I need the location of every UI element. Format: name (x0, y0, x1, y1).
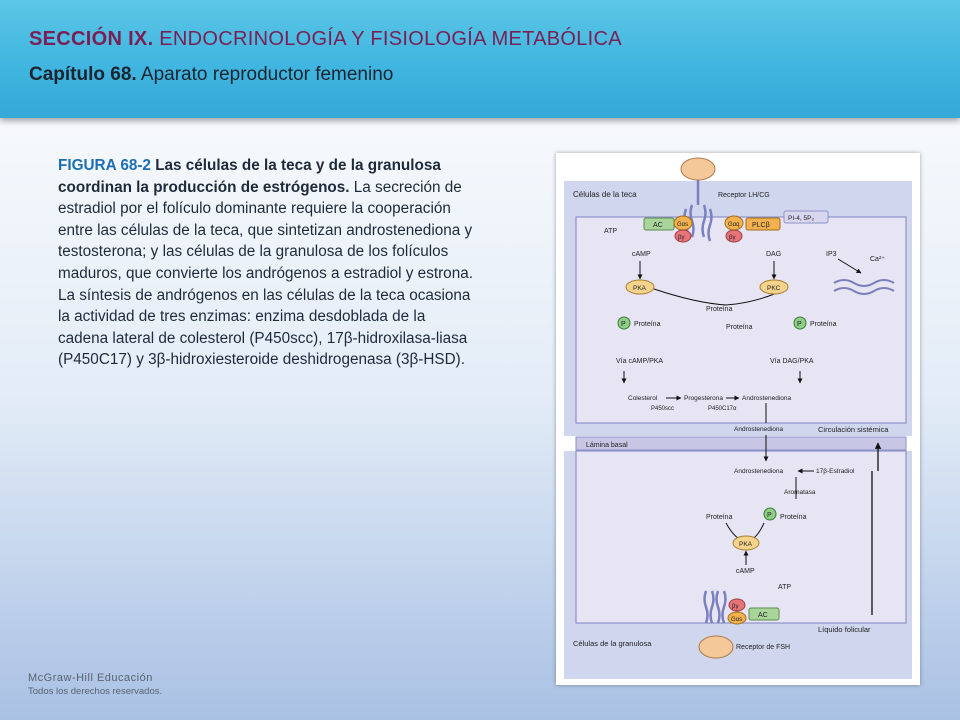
pka-top (625, 279, 655, 295)
label-liquido: Líquido folicular (818, 625, 871, 634)
label-proteina-gran2: Proteína (780, 514, 807, 521)
chapter-name: Aparato reproductor femenino (140, 64, 394, 85)
arc-proteina (653, 288, 787, 306)
publisher-name: McGraw-Hill Educación (28, 672, 153, 684)
label-andro-mid: Androstenediona (734, 426, 784, 433)
bg-gran (728, 598, 746, 612)
figure-caption: FIGURA 68-2 Las células de la teca y de … (58, 155, 478, 371)
label-atp-top: ATP (604, 228, 617, 235)
label-ip3: IP3 (826, 251, 837, 258)
label-p-left: P (621, 321, 626, 328)
phospho-gran (763, 507, 777, 521)
plcb-box (745, 217, 781, 231)
section-name: ENDOCRINOLOGÍA Y FISIOLOGÍA METABÓLICA (159, 28, 622, 50)
label-proteina-mid: Proteína (706, 306, 733, 313)
figure-label: FIGURA 68-2 (58, 157, 151, 174)
label-dag: DAG (766, 251, 781, 258)
label-camp-gran: cAMP (736, 568, 755, 575)
label-colesterol: Colesterol (628, 395, 658, 402)
label-ac-top: AC (653, 222, 663, 229)
pip2-box (783, 210, 829, 224)
ac-box-gran (748, 607, 780, 621)
label-bg-top-left: βγ (678, 235, 684, 241)
footer: McGraw-Hill Educación Todos los derechos… (28, 672, 162, 697)
chapter-number: Capítulo 68. (29, 64, 137, 85)
section-number: SECCIÓN IX. (29, 28, 154, 50)
fsh-receptor-coils (703, 590, 727, 624)
gas-gran (727, 611, 747, 625)
label-p-gran: P (767, 512, 772, 519)
hormone-pathway-diagram: Células de la teca Receptor LH/CG AC Gαs… (556, 153, 920, 685)
label-theca-cells: Células de la teca (573, 190, 637, 199)
label-granulosa-cells: Células de la granulosa (573, 639, 652, 648)
label-progesterona: Progesterona (684, 395, 723, 402)
label-pka-gran: PKA (739, 541, 753, 548)
label-pkc: PKC (767, 285, 781, 292)
lamina-basal (575, 436, 907, 451)
pkc (759, 279, 789, 295)
label-p-right: P (797, 321, 802, 328)
pka-gran (732, 535, 760, 551)
label-circulacion: Circulación sistémica (818, 425, 889, 434)
slide-header: SECCIÓN IX. ENDOCRINOLOGÍA Y FISIOLOGÍA … (0, 0, 960, 118)
label-proteina-left: Proteína (634, 321, 661, 328)
label-plcb: PLCβ (752, 222, 770, 229)
label-lh-receptor: Receptor LH/CG (718, 192, 770, 199)
label-bg-top-right: βγ (729, 235, 735, 241)
label-lamina: Lámina basal (586, 442, 628, 449)
phospho-left (617, 316, 631, 330)
label-ac-gran: AC (758, 612, 768, 619)
label-camp-top: cAMP (632, 251, 651, 258)
label-gas-gran: Gαs (731, 617, 742, 623)
label-pka-top: PKA (633, 285, 647, 292)
arrow-ip3-ca (837, 258, 862, 274)
bg-top-left (674, 229, 692, 243)
label-pip2: PI-4, 5P₂ (788, 215, 814, 222)
label-gas-top: Gαs (677, 222, 688, 228)
label-p450scc: P450scc (651, 406, 674, 412)
label-gaq-top: Gαq (728, 222, 739, 228)
label-bg-gran: βγ (732, 604, 738, 610)
section-title: SECCIÓN IX. ENDOCRINOLOGÍA Y FISIOLOGÍA … (29, 28, 622, 51)
label-atp-gran: ATP (778, 584, 791, 591)
label-p450c17: P450C17α (708, 406, 737, 412)
caption-body: La secreción de estradiol por el folícul… (58, 178, 473, 369)
label-andro-gran: Androstenediona (734, 468, 784, 475)
label-proteina-gran: Proteína (706, 514, 733, 521)
bg-top-right (725, 229, 743, 243)
label-via-camp: Vía cAMP/PKA (616, 358, 663, 365)
label-andro-top: Androstenediona (742, 395, 792, 402)
er-membrane (833, 279, 895, 295)
caption-title: Las células de la teca y de la granulosa… (58, 157, 441, 196)
rights-text: Todos los derechos reservados. (28, 686, 163, 697)
label-ca: Ca²⁺ (870, 256, 885, 263)
fsh-ligand (698, 635, 734, 659)
label-estradiol: 17β-Estradiol (816, 468, 855, 475)
label-proteina-mid2: Proteína (726, 324, 753, 331)
label-via-dag: Vía DAG/PKA (770, 358, 814, 365)
chapter-title: Capítulo 68. Aparato reproductor femenin… (29, 64, 393, 86)
theca-cell (575, 216, 907, 424)
label-fsh-receptor: Receptor de FSH (736, 644, 790, 651)
diagram-svg: Células de la teca Receptor LH/CG AC Gαs… (564, 157, 912, 679)
lh-ligand (680, 157, 716, 181)
phospho-right (793, 316, 807, 330)
label-proteina-right: Proteína (810, 321, 837, 328)
label-aromatasa: Aromatasa (784, 489, 816, 496)
